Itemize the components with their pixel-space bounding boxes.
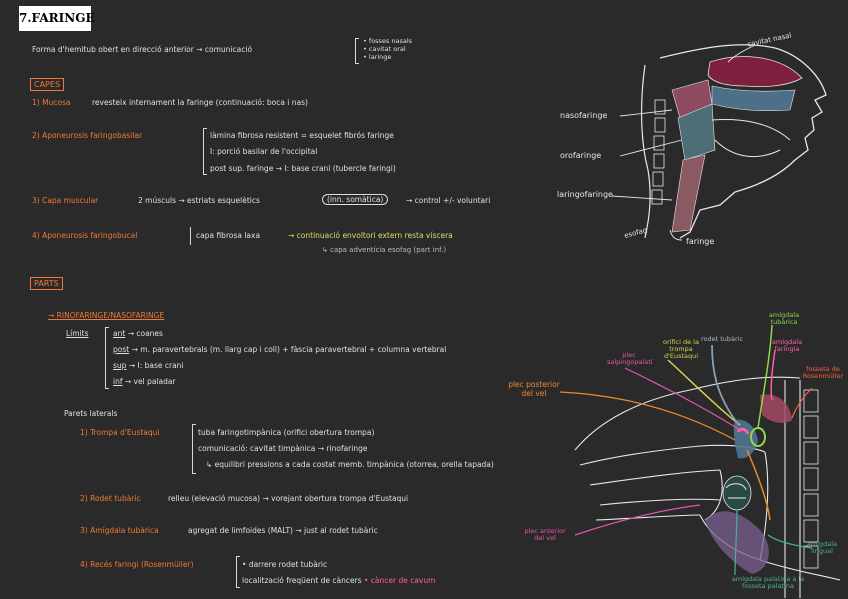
- limits-brace: [105, 327, 109, 389]
- page-title: 7.FARINGE: [19, 6, 95, 31]
- diagram1-arrows: [611, 44, 756, 241]
- amigdala-label: 3) Amígdala tubàrica: [80, 526, 159, 535]
- section-capes: CAPES: [30, 78, 65, 91]
- neck-outline: [640, 64, 651, 239]
- aponeurosis-line: làmina fibrosa resistent = esquelet fibr…: [210, 131, 394, 140]
- limits-label: Límits: [66, 329, 89, 338]
- trompa-brace: [192, 424, 196, 474]
- amigdala-text: agregat de limfoides (MALT) → just al ro…: [188, 526, 378, 535]
- limit-ant: ant → coanes: [113, 329, 163, 338]
- label-fosseta: fosseta de Rosenmüller: [802, 365, 844, 380]
- arrow-plec-anterior: [574, 504, 701, 536]
- head-outline: [659, 44, 827, 239]
- trompa-line: ↳ equilibri pressions a cada costat memb…: [206, 460, 494, 469]
- roman-one-mark: [725, 483, 747, 499]
- faringobucal-sub: ↳ capa adventícia esofag (part inf.): [322, 246, 447, 254]
- trompa-line: tuba faringotimpànica (orifici obertura …: [198, 428, 375, 437]
- rodet-highlight: [736, 427, 750, 435]
- cavitat-nasal-region: [707, 56, 803, 87]
- arrow-plec-posterior: [559, 391, 736, 441]
- section-parts: PARTS: [30, 277, 63, 290]
- label-plec-anterior: plec anterior del vel: [524, 527, 566, 542]
- label-amigdala-tubarica: amígdala tubàrica: [768, 311, 800, 326]
- label-faringe: faringe: [686, 237, 715, 246]
- faringobucal-text: capa fibrosa laxa: [196, 231, 261, 240]
- arrow-rodet-tubaric: [711, 344, 739, 425]
- diagram2-vertebrae: [803, 389, 819, 569]
- aponeurosis-brace: [203, 128, 207, 175]
- arrow-orifici-trompa: [667, 359, 741, 426]
- label-orifici-trompa: orifici de la trompa d'Eustaqui: [663, 338, 699, 360]
- arrow-amigdala-lingual: [767, 534, 813, 549]
- intro-list: • fosses nasals • cavitat oral • laringe: [363, 37, 413, 61]
- aponeurosis-line: post sup. faringe → I: base crani (tuber…: [210, 164, 396, 173]
- rodet-label: 2) Rodet tubàric: [80, 494, 141, 503]
- amigdala-faringia-region: [760, 394, 792, 423]
- capa-muscular-label: 3) Capa muscular: [32, 196, 99, 205]
- orofaringe-region: [677, 103, 716, 161]
- trompa-line: comunicació: cavitat timpànica → rinofar…: [198, 444, 368, 453]
- rinofaringe-heading: → RINOFARINGE/NASOFARINGE: [48, 311, 165, 320]
- label-plec-salpingopalati: plec salpingopalatí: [607, 351, 653, 366]
- recess-line-0: • darrere rodet tubàric: [242, 560, 328, 569]
- trompa-label: 1) Trompa d'Eustaqui: [80, 428, 160, 437]
- arrow-amigdala-tubarica: [757, 324, 773, 429]
- limit-inf: inf → vel paladar: [113, 377, 176, 386]
- capa-muscular-after: → control +/- voluntari: [406, 196, 491, 205]
- arrow-amigdala-palatina: [734, 509, 738, 576]
- recess-label: 4) Recés faringi (Rosenmüller): [80, 560, 194, 569]
- aponeurosis-line: I: porció basilar de l'occipital: [210, 147, 318, 156]
- intro-text: Forma d'hemitub obert en direcció anteri…: [32, 45, 253, 54]
- capa-faringobucal-label: 4) Aponeurosis faringobucal: [32, 231, 138, 240]
- limit-post: post → m. paravertebrals (m. llarg cap i…: [113, 345, 447, 354]
- vertebrae: [651, 99, 666, 205]
- label-amigdala-palatina: amígdala palatina a la fosseta palatina: [731, 575, 805, 590]
- label-nasofaringe: nasofaringe: [560, 111, 608, 120]
- nasal-lower-region: [711, 85, 796, 112]
- arrow-orange-vertical: [746, 449, 771, 521]
- intro-brace: [355, 38, 359, 64]
- tongue-line: [714, 139, 781, 158]
- label-amigdala-faringia: amígdala faríngia: [771, 338, 803, 353]
- capa-mucosa-label: 1) Mucosa: [32, 98, 71, 107]
- limit-sup: sup → I: base crani: [113, 361, 184, 370]
- amigdala-palatina-ellipse: [722, 475, 752, 511]
- faringobucal-brace: [190, 227, 194, 245]
- parets-laterals: Parets laterals: [64, 409, 118, 418]
- muscular-pill: (inn. somàtica): [322, 194, 389, 205]
- capa-muscular-text: 2 músculs → estriats esquelètics: [138, 196, 260, 205]
- capa-mucosa-text: revesteix internament la faringe (contin…: [92, 98, 308, 107]
- recess-line-1: localització freqüent de càncers • cànce…: [242, 576, 436, 585]
- label-laringofaringe: laringofaringe: [557, 190, 613, 199]
- label-orofaringe: orofaringe: [560, 151, 602, 160]
- lingual-region: [705, 511, 769, 574]
- palate-line: [711, 119, 791, 141]
- label-plec-posterior: plec posterior del vel: [508, 380, 560, 398]
- label-rodet-tubaric: rodet tubàric: [700, 335, 744, 343]
- faringobucal-yellow: → continuació envoltori extern resta vís…: [288, 231, 453, 240]
- capa-aponeurosis-label: 2) Aponeurosis faringobasilar: [32, 131, 143, 140]
- nasopharynx-region: [733, 419, 758, 459]
- arrow-plec-salpingopalati: [624, 367, 741, 431]
- arrow-amigdala-faringia: [770, 349, 776, 401]
- label-amigdala-lingual: amígdala lingual: [806, 540, 838, 555]
- laringofaringe-region: [671, 154, 706, 233]
- rodet-text: relleu (elevació mucosa) → vorejant ober…: [168, 494, 409, 503]
- recess-brace: [236, 556, 240, 588]
- arrow-fosseta: [791, 387, 813, 419]
